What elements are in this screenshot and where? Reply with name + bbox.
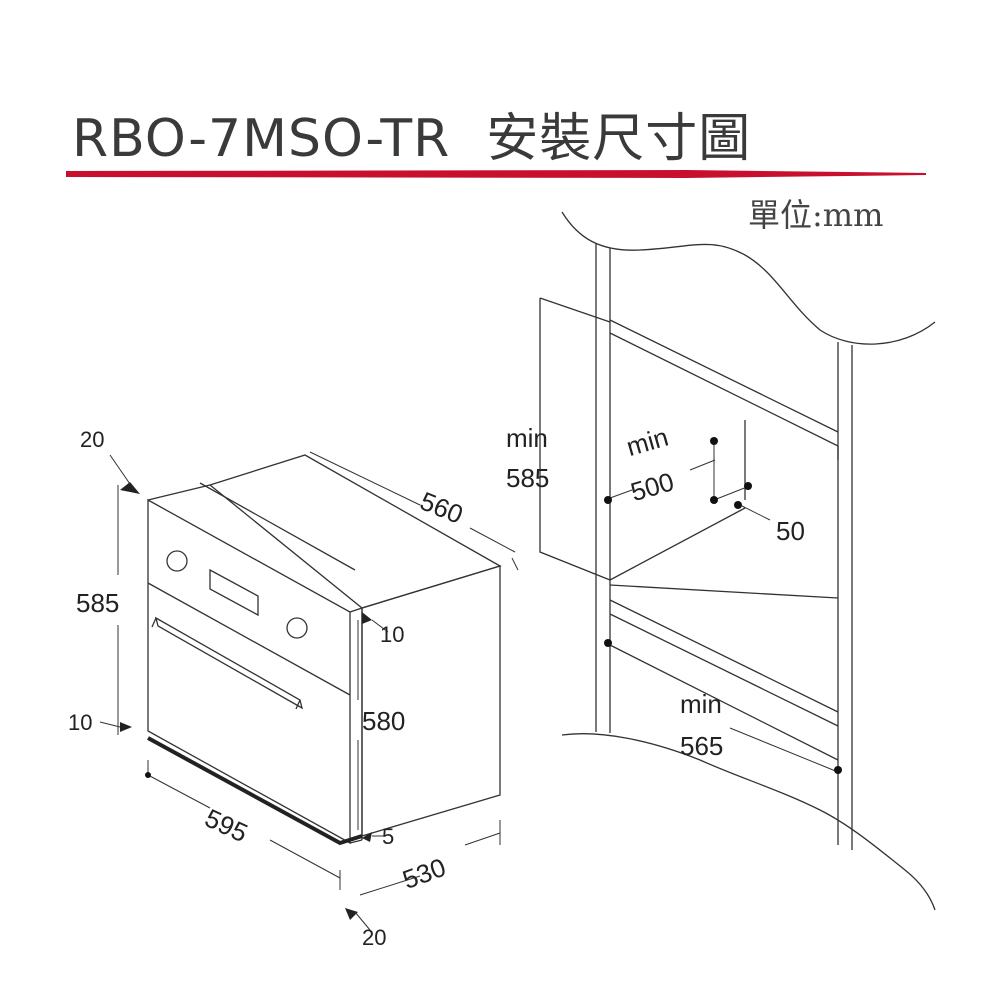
cabinet-top-outline <box>561 211 936 345</box>
arrow-left <box>120 722 132 732</box>
oven-drawing <box>147 454 502 845</box>
dim-width: 595 <box>200 803 252 849</box>
arrow-front-depth <box>345 908 358 920</box>
dim-height: 585 <box>76 588 119 618</box>
vent-outline <box>713 442 748 501</box>
arrow-top <box>120 482 140 494</box>
dim-top-offset: 20 <box>80 427 104 452</box>
dim-panel-gap: 10 <box>380 622 404 647</box>
dim-body-depth: 530 <box>399 852 450 895</box>
oven-side-body <box>361 565 501 837</box>
cabinet-drawing <box>539 211 936 911</box>
title-underline <box>66 170 926 178</box>
arrow-panel-thickness <box>362 832 372 842</box>
oven-base-edge <box>147 736 363 846</box>
oven-top-surface <box>208 454 502 609</box>
title-chinese: 安裝尺寸圖 <box>486 109 752 169</box>
dim-opening-height: 585 <box>506 463 549 493</box>
diagram-title: RBO-7MSO-TR 安裝尺寸圖 <box>72 96 751 171</box>
dim-opening-height-label: min <box>506 423 548 453</box>
arrow-panel-gap <box>362 612 372 624</box>
dim-panel-thickness: 5 <box>382 824 394 849</box>
oven-dimension-lines <box>117 451 519 896</box>
door-handle <box>155 616 303 710</box>
right-knob <box>286 617 308 639</box>
dim-width: 565 <box>680 731 723 761</box>
left-knob <box>166 550 188 572</box>
dim-front-depth: 20 <box>362 925 386 950</box>
unit-label: 單位:mm <box>748 196 884 234</box>
cabinet-dots <box>145 437 842 778</box>
dim-body-height: 580 <box>362 706 405 736</box>
door-separation-line <box>147 582 351 696</box>
dim-bottom-offset: 10 <box>68 710 92 735</box>
dim-width-label: min <box>680 689 722 719</box>
oven-arrows <box>120 482 372 920</box>
dim-depth: 500 <box>627 466 677 507</box>
cabinet-bottom-outline <box>561 733 936 911</box>
control-display <box>209 568 259 617</box>
dim-depth-label: min <box>623 422 672 462</box>
model-name: RBO-7MSO-TR <box>72 109 451 169</box>
oven-leader-lines <box>99 454 389 931</box>
dim-vent: 50 <box>776 516 805 546</box>
